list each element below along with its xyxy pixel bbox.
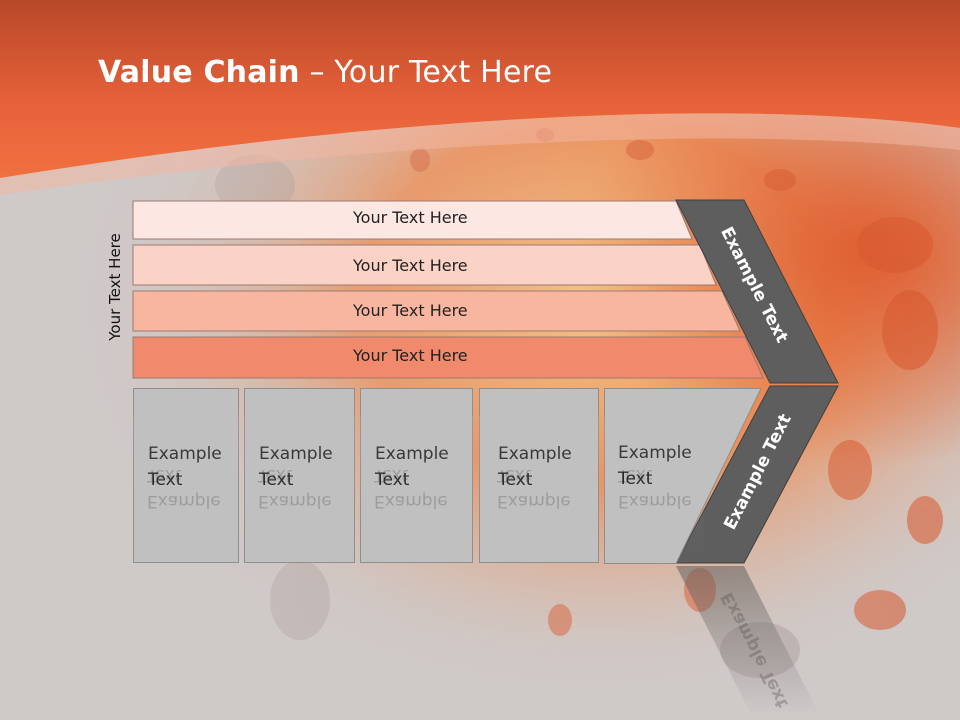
support-bar-4	[132, 336, 764, 379]
support-bar-2	[132, 244, 717, 286]
title-bold: Value Chain	[98, 55, 300, 90]
chevron-lower	[675, 385, 839, 564]
support-bar-3	[132, 290, 741, 332]
chevron-reflection	[676, 566, 820, 716]
header-band	[0, 0, 960, 195]
support-bar-label-3: Your Text Here	[353, 301, 468, 320]
support-bar-label-4: Your Text Here	[353, 346, 468, 365]
support-bar-label-1: Your Text Here	[353, 208, 468, 227]
page-title: Value Chain – Your Text Here	[98, 55, 552, 90]
support-bar-label-2: Your Text Here	[353, 256, 468, 275]
title-rest: – Your Text Here	[299, 55, 553, 90]
support-bar-1	[132, 200, 693, 240]
chevron-upper	[675, 199, 839, 384]
activity-box-5-shape	[604, 388, 762, 564]
